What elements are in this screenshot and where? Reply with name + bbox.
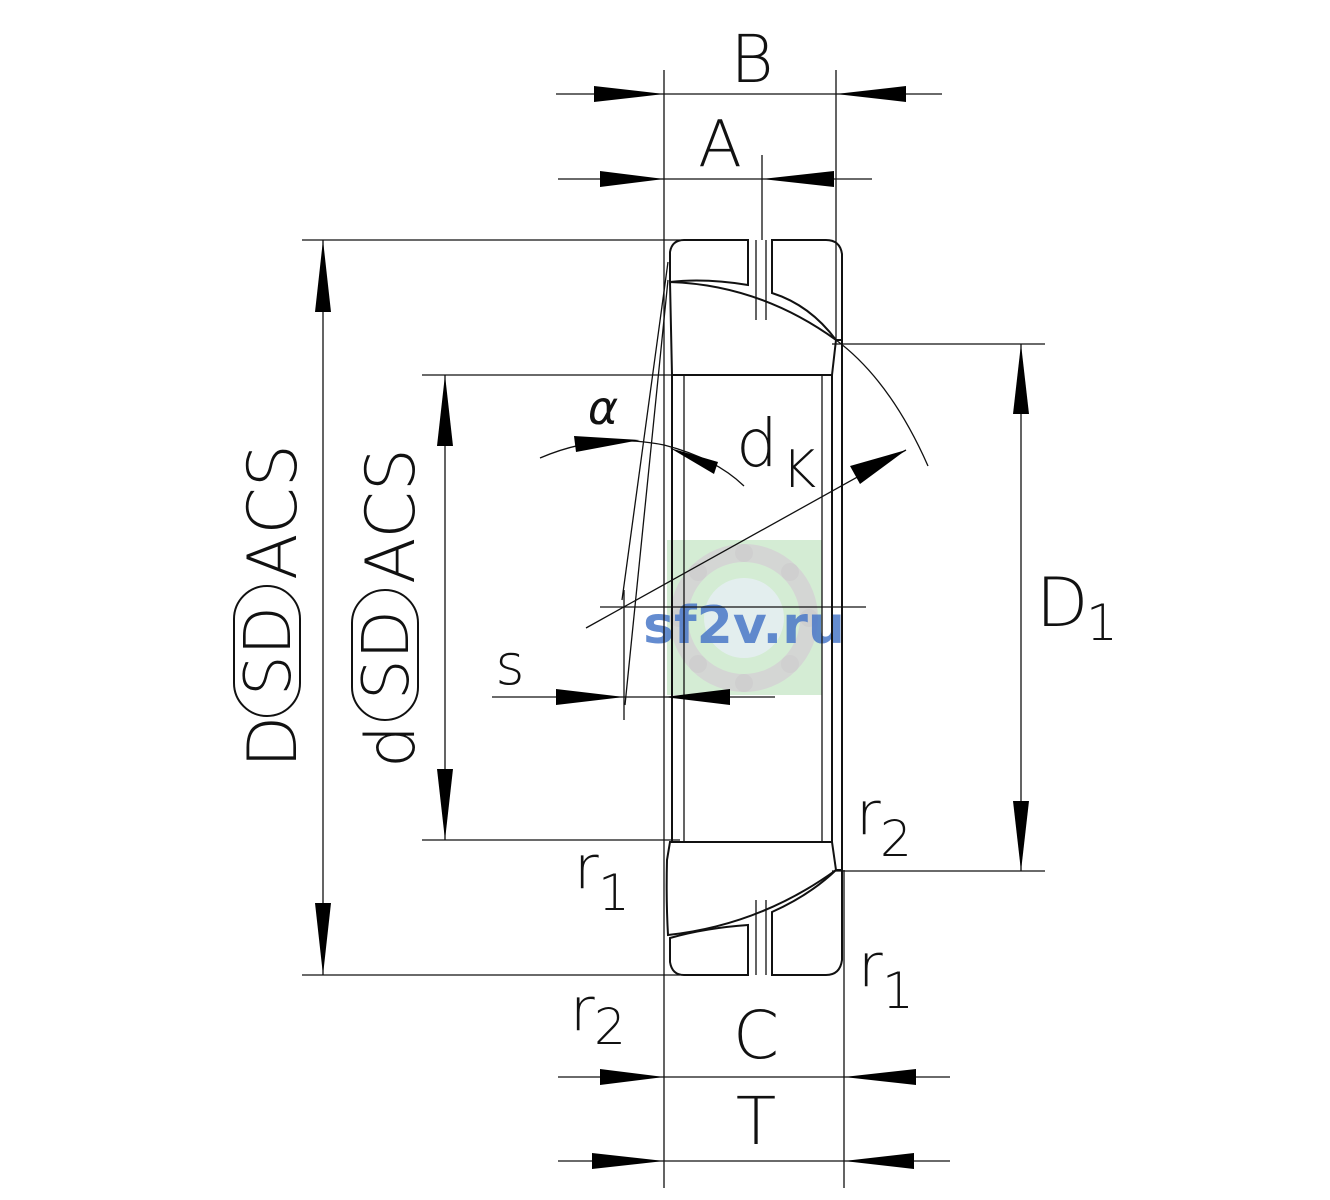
- d-circled-box: [351, 589, 419, 721]
- svg-text:1: 1: [882, 962, 914, 1020]
- svg-text:2: 2: [880, 810, 912, 868]
- svg-text:D: D: [234, 716, 313, 768]
- dimension-lines: [315, 86, 1029, 1169]
- watermark: sf2v.ru: [643, 540, 845, 695]
- svg-text:2: 2: [594, 998, 626, 1056]
- D-circled-box: [233, 585, 301, 717]
- section-lower: [665, 841, 843, 976]
- extension-lines: [302, 70, 1045, 1188]
- label-D-tolerance: D SD ACS: [232, 444, 313, 768]
- label-B: B: [730, 21, 773, 98]
- svg-text:1: 1: [598, 864, 630, 922]
- label-C: C: [733, 997, 779, 1074]
- svg-text:ACS: ACS: [234, 444, 313, 580]
- label-A: A: [698, 108, 742, 182]
- svg-text:r: r: [858, 931, 883, 1001]
- svg-text:D: D: [1036, 564, 1088, 643]
- label-alpha: α: [588, 381, 618, 435]
- svg-text:d: d: [352, 725, 431, 768]
- label-dK: d K: [736, 405, 816, 500]
- label-r2-left: r 2: [570, 975, 626, 1056]
- svg-text:ACS: ACS: [352, 448, 431, 584]
- label-r1-right: r 1: [858, 931, 914, 1020]
- label-r1-left: r 1: [574, 833, 630, 922]
- svg-text:r: r: [856, 779, 881, 849]
- label-D1: D 1: [1036, 564, 1118, 652]
- svg-text:r: r: [574, 833, 599, 903]
- watermark-text: sf2v.ru: [643, 596, 845, 656]
- body-outlines: [621, 240, 929, 975]
- label-s: s: [495, 633, 524, 698]
- svg-text:SD: SD: [350, 610, 424, 700]
- label-r2-right: r 2: [856, 779, 912, 868]
- svg-text:d: d: [736, 405, 778, 482]
- svg-text:1: 1: [1086, 594, 1118, 652]
- label-T: T: [736, 1083, 776, 1160]
- svg-text:K: K: [782, 440, 816, 500]
- labels: B A α d K D SD ACS d SD ACS D 1 s r 2: [232, 21, 1118, 1160]
- svg-text:SD: SD: [232, 606, 306, 696]
- label-d-tolerance: d SD ACS: [350, 448, 431, 768]
- svg-text:r: r: [570, 975, 595, 1045]
